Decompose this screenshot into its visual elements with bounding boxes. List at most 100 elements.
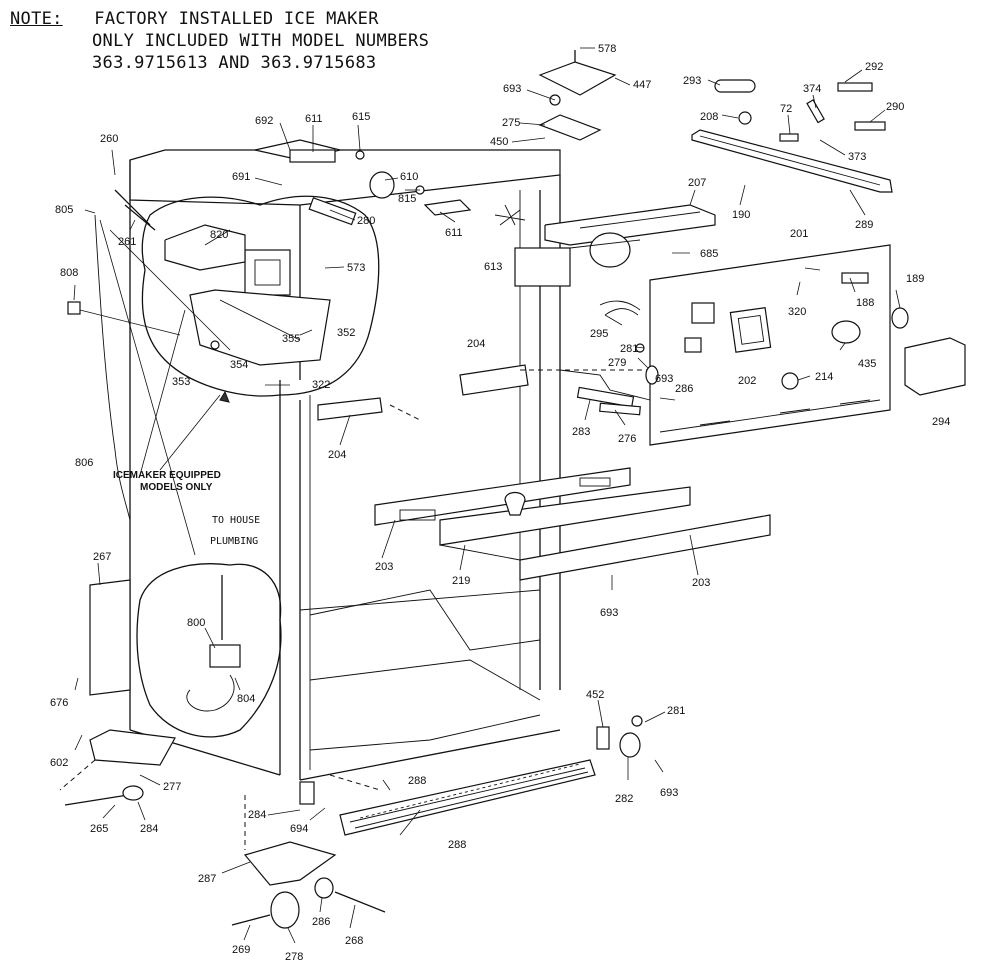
callout-805: 805 (55, 204, 73, 216)
callout-284-right: 284 (248, 809, 266, 821)
water-valve (186, 575, 241, 712)
callout-808: 808 (60, 267, 78, 279)
callout-610: 610 (400, 171, 418, 183)
cabinet (129, 149, 561, 805)
callout-693-shelf: 693 (600, 607, 618, 619)
callout-207: 207 (688, 177, 706, 189)
bottom-grille (339, 759, 596, 836)
shelf-assembly (374, 467, 771, 581)
callout-287: 287 (198, 873, 216, 885)
callout-355: 355 (282, 333, 300, 345)
callout-277: 277 (163, 781, 181, 793)
note-label: NOTE: (10, 9, 63, 29)
callout-275: 275 (502, 117, 520, 129)
callout-281-bottom: 281 (667, 705, 685, 717)
callout-804: 804 (237, 693, 255, 705)
callout-276: 276 (618, 433, 636, 445)
note-line-3: 363.9715613 AND 363.9715683 (92, 53, 377, 73)
callout-578: 578 (598, 43, 616, 55)
callout-322: 322 (312, 379, 330, 391)
callout-685: 685 (700, 248, 718, 260)
callout-203-left: 203 (375, 561, 393, 573)
callout-692: 692 (255, 115, 273, 127)
callout-320: 320 (788, 306, 806, 318)
callout-281-mid: 281 (620, 343, 638, 355)
wire-harness (599, 300, 641, 316)
callout-450: 450 (490, 136, 508, 148)
callout-694: 694 (290, 823, 308, 835)
callout-373: 373 (848, 151, 866, 163)
callout-283: 283 (572, 426, 590, 438)
callout-282: 282 (615, 793, 633, 805)
callout-806: 806 (75, 457, 93, 469)
callout-613: 613 (484, 261, 502, 273)
callout-374: 374 (803, 83, 821, 95)
callout-611-top: 611 (305, 113, 323, 125)
callout-295: 295 (590, 328, 608, 340)
callout-189: 189 (906, 273, 924, 285)
control-housing (514, 204, 716, 287)
callout-693-top: 693 (503, 83, 521, 95)
icemaker-assembly (164, 224, 331, 366)
callout-353: 353 (172, 376, 190, 388)
callout-289: 289 (855, 219, 873, 231)
leader-lines (73, 47, 901, 944)
callout-286-bottom: 286 (312, 916, 330, 928)
callout-261: 261 (118, 236, 136, 248)
callout-188: 188 (856, 297, 874, 309)
icemaker-enclosure (141, 195, 380, 397)
callout-219: 219 (452, 575, 470, 587)
callout-288: 288 (448, 839, 466, 851)
callout-820: 820 (210, 229, 228, 241)
callout-602: 602 (50, 757, 68, 769)
callout-693-mid: 693 (655, 373, 673, 385)
callout-280: 280 (357, 215, 375, 227)
callout-800: 800 (187, 617, 205, 629)
note-line-1: FACTORY INSTALLED ICE MAKER (94, 9, 379, 29)
callout-284-left: 284 (140, 823, 158, 835)
callout-204-right: 204 (467, 338, 485, 350)
callout-615: 615 (352, 111, 370, 123)
icemaker-caption-line-2: MODELS ONLY (140, 482, 213, 493)
water-valve-enclosure (136, 563, 282, 738)
callout-293: 293 (683, 75, 701, 87)
callout-815: 815 (398, 193, 416, 205)
callout-294: 294 (932, 416, 950, 428)
callout-693-bottom: 693 (660, 787, 678, 799)
note-line-2: ONLY INCLUDED WITH MODEL NUMBERS (92, 31, 430, 51)
light-shield (904, 337, 966, 396)
callout-260: 260 (100, 133, 118, 145)
control-panel (649, 244, 909, 446)
callout-286-mid: 286 (675, 383, 693, 395)
callout-573: 573 (347, 262, 365, 274)
callout-204-left: 204 (328, 449, 346, 461)
callout-352: 352 (337, 327, 355, 339)
roller-assembly (231, 841, 386, 929)
callout-447: 447 (633, 79, 651, 91)
plumbing-caption-line-2: PLUMBING (210, 536, 258, 547)
callout-435: 435 (858, 358, 876, 370)
plumbing-caption-line-1: TO HOUSE (212, 515, 260, 526)
callout-214: 214 (815, 371, 833, 383)
callout-202: 202 (738, 375, 756, 387)
icemaker-caption-line-1: ICEMAKER EQUIPPED (113, 470, 221, 481)
callout-208: 208 (700, 111, 718, 123)
callout-72: 72 (780, 103, 792, 115)
callout-288-small: 288 (408, 775, 426, 787)
callout-292: 292 (865, 61, 883, 73)
callout-269: 269 (232, 944, 250, 956)
callout-279: 279 (608, 357, 626, 369)
callout-676: 676 (50, 697, 68, 709)
callout-354: 354 (230, 359, 248, 371)
callout-691: 691 (232, 171, 250, 183)
callout-265: 265 (90, 823, 108, 835)
callout-267: 267 (93, 551, 111, 563)
callout-611-mid: 611 (445, 227, 463, 239)
callout-268: 268 (345, 935, 363, 947)
callout-290: 290 (886, 101, 904, 113)
callout-201: 201 (790, 228, 808, 240)
callout-labels: 578 447 693 275 450 293 292 374 208 72 2… (50, 43, 950, 963)
callout-203-right: 203 (692, 577, 710, 589)
